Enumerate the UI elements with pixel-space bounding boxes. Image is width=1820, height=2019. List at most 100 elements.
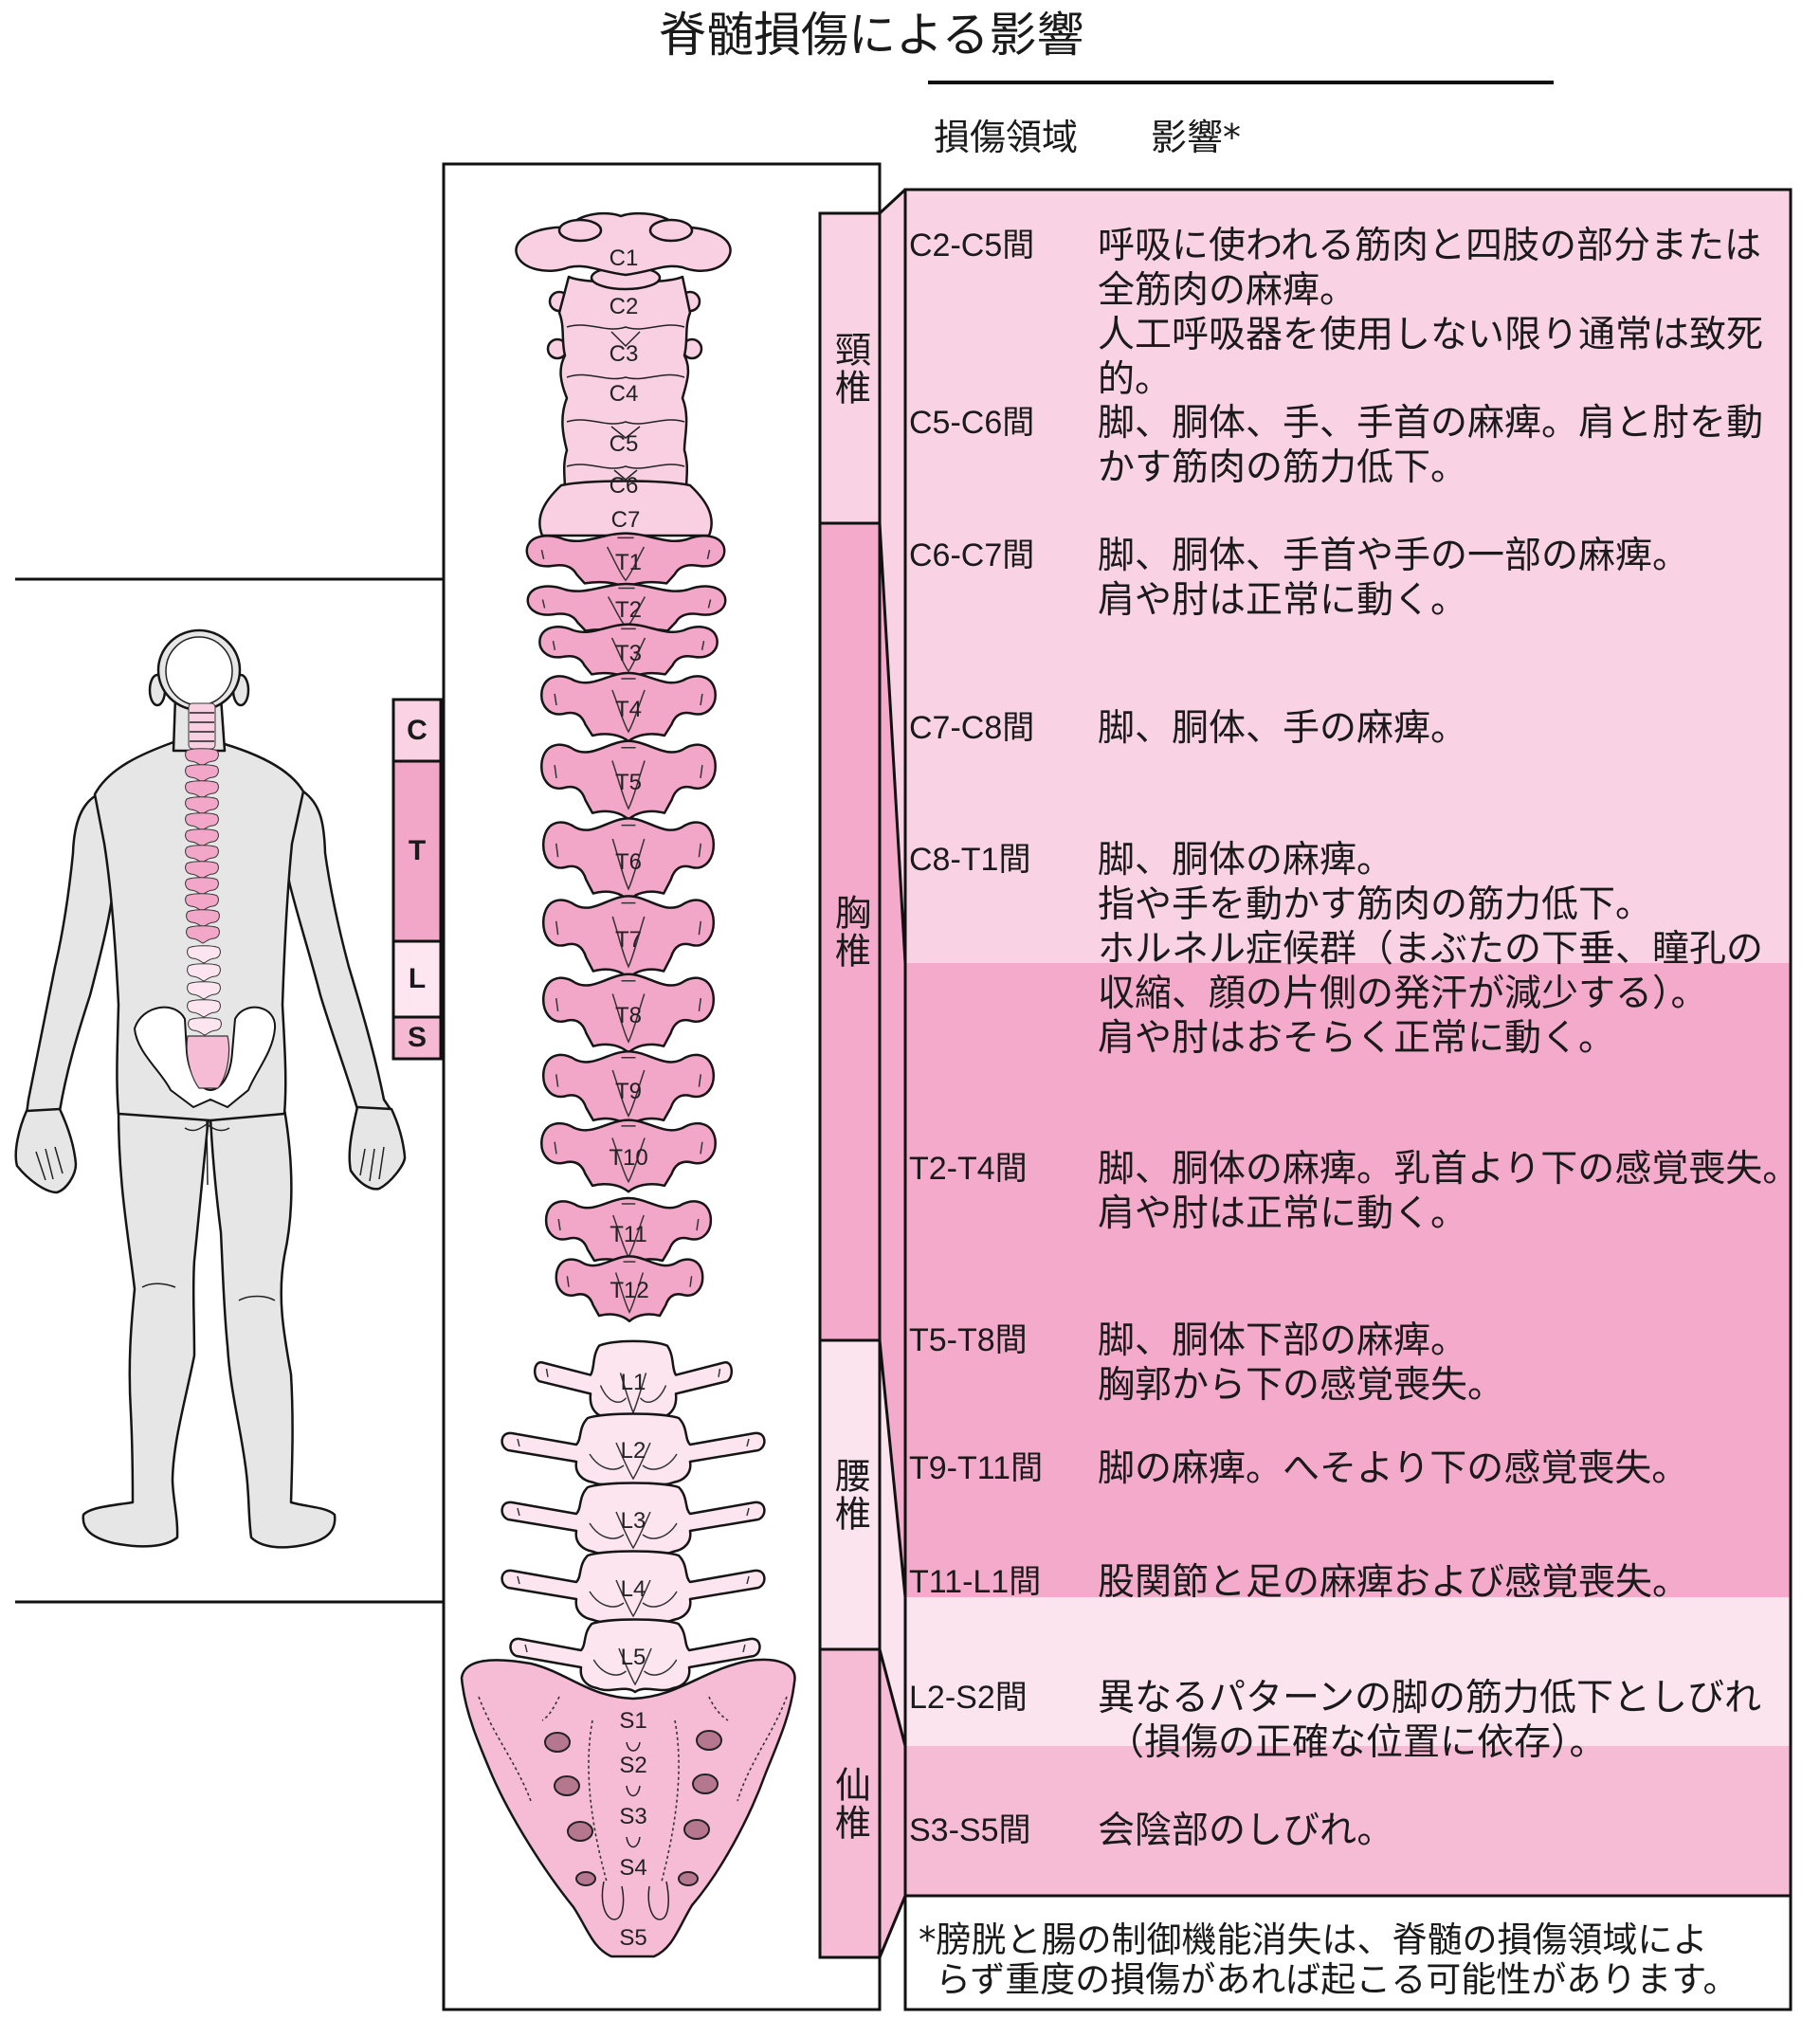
effect-line: 肩や肘はおそらく正常に動く。	[1098, 1017, 1616, 1060]
label-t4: T4	[615, 697, 642, 722]
footnote-background	[905, 1896, 1791, 2010]
effect-description: 異なるパターンの脚の筋力低下としびれ （損傷の正確な位置に依存）。	[1098, 1676, 1761, 1765]
label-l3: L3	[621, 1508, 646, 1534]
effect-line: 脚、胴体の麻痺。乳首より下の感覚喪失。	[1098, 1148, 1800, 1191]
label-t7: T7	[615, 927, 642, 953]
effect-line: 脚、胴体、手、手首の麻痺。肩と肘を動	[1098, 402, 1764, 445]
label-t12: T12	[610, 1278, 648, 1303]
band-lumbar	[905, 1597, 1791, 1746]
region-bar	[818, 211, 882, 1959]
effect-line: 肩や肘は正常に動く。	[1098, 1192, 1468, 1235]
effect-line: 胸郭から下の感覚喪失。	[1098, 1364, 1505, 1407]
right-arm	[282, 790, 393, 1113]
label-t3: T3	[615, 641, 642, 666]
c1-left-facet	[557, 218, 603, 243]
region-label-text: 仙椎	[828, 1765, 871, 1842]
right-hand	[348, 1105, 407, 1191]
connector-lumbar	[880, 1340, 905, 1746]
label-c7: C7	[611, 507, 641, 533]
label-s3: S3	[619, 1804, 646, 1829]
label-s4: S4	[619, 1855, 646, 1881]
injury-region: C2-C5間	[909, 227, 1035, 264]
region-label-lumbar: 腰椎	[820, 1340, 880, 1649]
table-bands	[905, 190, 1791, 2010]
injury-region: T2-T4間	[909, 1151, 1028, 1187]
gluteal-crease	[184, 1119, 230, 1186]
effect-line: 会陰部のしびれ。	[1098, 1810, 1394, 1852]
connector-lines	[878, 188, 907, 1958]
band-thoracic	[905, 963, 1791, 1597]
effect-line: 呼吸に使われる筋肉と四肢の部分または	[1098, 225, 1762, 267]
key-label-s: S	[407, 1022, 427, 1053]
region-label-cervical: 頸椎	[820, 213, 880, 523]
injury-region: S3-S5間	[909, 1812, 1031, 1848]
region-label-text: 頸椎	[828, 330, 871, 407]
cervical-vertebrae	[515, 211, 732, 537]
label-s1: S1	[619, 1708, 646, 1734]
effect-line: 人工呼吸器を使用しない限り通常は致死	[1098, 314, 1764, 356]
effect-description: 脚、胴体、手首や手の一部の麻痺。 肩や肘は正常に動く。	[1098, 534, 1689, 623]
sacral-segment-marks	[601, 1741, 669, 1920]
effect-line: 脚、胴体の麻痺。	[1098, 839, 1394, 882]
label-t5: T5	[615, 770, 642, 795]
effect-description: 脚、胴体、手の麻痺。	[1098, 706, 1467, 751]
effect-description: 会陰部のしびれ。	[1098, 1809, 1393, 1853]
left-finger-lines	[35, 1146, 64, 1181]
key-l	[391, 939, 443, 1019]
label-s2: S2	[619, 1753, 646, 1778]
connector-thoracic	[880, 523, 905, 1597]
right-leg	[209, 1107, 337, 1549]
label-t6: T6	[615, 849, 642, 875]
label-t8: T8	[615, 1003, 642, 1028]
effect-line: 収縮、顔の片側の発汗が減少する）。	[1098, 973, 1708, 1015]
effect-line: 股関節と足の麻痺および感覚喪失。	[1098, 1561, 1690, 1604]
key-s	[391, 1015, 443, 1061]
injury-region: T11-L1間	[909, 1564, 1042, 1600]
key-c	[391, 698, 443, 763]
label-l5: L5	[621, 1645, 646, 1670]
band-sacral	[905, 1746, 1791, 1896]
label-t11: T11	[610, 1222, 647, 1247]
label-l2: L2	[621, 1438, 646, 1464]
footnote-line-2: らず重度の損傷があれば起こる可能性があります。	[936, 1959, 1738, 2000]
label-l1: L1	[621, 1370, 646, 1395]
injury-region: L2-S2間	[909, 1680, 1028, 1716]
connector-cervical	[880, 190, 905, 963]
label-c6: C6	[610, 473, 639, 499]
effect-description: 脚、胴体の麻痺。乳首より下の感覚喪失。 肩や肘は正常に動く。	[1098, 1147, 1799, 1236]
injury-region: C8-T1間	[909, 842, 1031, 878]
region-label-text: 腰椎	[828, 1457, 871, 1533]
vertebra-labels: C1 C2 C3 C4 C5 C6 C7 T1 T2 T3 T4 T5 T6 T…	[609, 246, 648, 1951]
knee-lines	[141, 1282, 276, 1301]
sacral-foramina	[544, 1730, 722, 1886]
c7-vertebra	[538, 480, 713, 537]
effect-description: 呼吸に使われる筋肉と四肢の部分または 全筋肉の麻痺。 人工呼吸器を使用しない限り…	[1098, 224, 1763, 402]
label-c1: C1	[610, 246, 639, 271]
effect-line: 脚の麻痺。へそより下の感覚喪失。	[1098, 1447, 1689, 1490]
effect-description: 脚、胴体、手、手首の麻痺。肩と肘を動 かす筋肉の筋力低下。	[1098, 401, 1763, 490]
figure-cervical-spine	[188, 702, 216, 750]
region-label-text: 胸椎	[828, 894, 871, 970]
skull	[165, 636, 233, 706]
sacrum	[460, 1658, 796, 1958]
right-finger-lines	[359, 1146, 385, 1182]
label-t2: T2	[615, 597, 642, 623]
injury-region: C7-C8間	[909, 710, 1035, 746]
key-label-l: L	[408, 963, 427, 994]
left-leg	[82, 1107, 210, 1548]
label-s5: S5	[619, 1925, 646, 1951]
label-c4: C4	[610, 381, 639, 407]
figure-spine	[185, 702, 230, 1089]
label-t1: T1	[615, 550, 642, 575]
effect-line: 指や手を動かす筋肉の筋力低下。	[1098, 883, 1653, 926]
label-l4: L4	[621, 1576, 646, 1602]
body-region-key-bar	[391, 698, 443, 1061]
label-t9: T9	[615, 1079, 642, 1104]
effect-line: 的。	[1098, 358, 1173, 401]
left-arm	[25, 794, 120, 1116]
effect-line: 全筋肉の麻痺。	[1098, 269, 1357, 312]
band-cervical	[905, 190, 1791, 963]
label-c2: C2	[610, 294, 639, 319]
footnote-line-1: *膀胱と腸の制御機能消失は、脊髄の損傷領域によ	[919, 1919, 1708, 1960]
